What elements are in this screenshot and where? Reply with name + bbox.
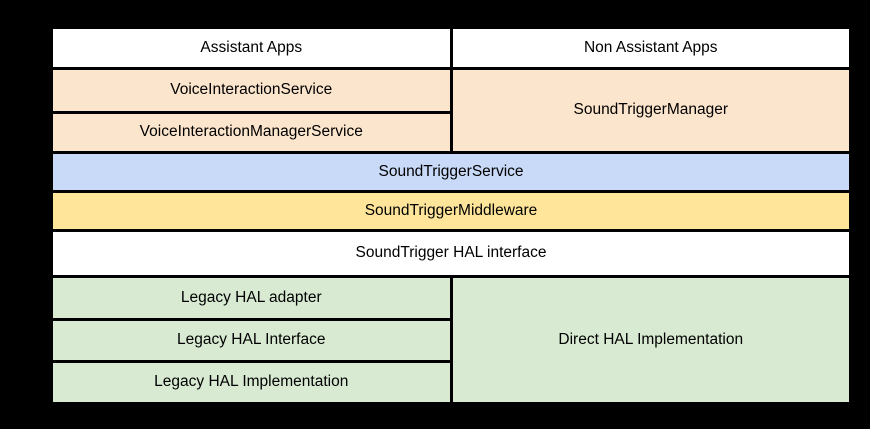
cell-assistant-apps: Assistant Apps	[53, 29, 450, 67]
cell-legacy-hal-interface: Legacy HAL Interface	[53, 321, 450, 360]
soundtrigger-architecture-diagram: Assistant Apps Non Assistant Apps VoiceI…	[53, 29, 849, 402]
cell-legacy-hal-implementation: Legacy HAL Implementation	[53, 363, 450, 402]
cell-voice-interaction-manager-service: VoiceInteractionManagerService	[53, 114, 450, 151]
cell-sound-trigger-service: SoundTriggerService	[53, 154, 849, 190]
cell-legacy-hal-adapter: Legacy HAL adapter	[53, 278, 450, 318]
cell-voice-interaction-service: VoiceInteractionService	[53, 70, 450, 111]
cell-direct-hal-implementation: Direct HAL Implementation	[452, 278, 849, 402]
cell-sound-trigger-middleware: SoundTriggerMiddleware	[53, 193, 849, 229]
cell-non-assistant-apps: Non Assistant Apps	[452, 29, 849, 67]
cell-sound-trigger-hal-interface: SoundTrigger HAL interface	[53, 232, 849, 275]
cell-sound-trigger-manager: SoundTriggerManager	[452, 70, 849, 151]
